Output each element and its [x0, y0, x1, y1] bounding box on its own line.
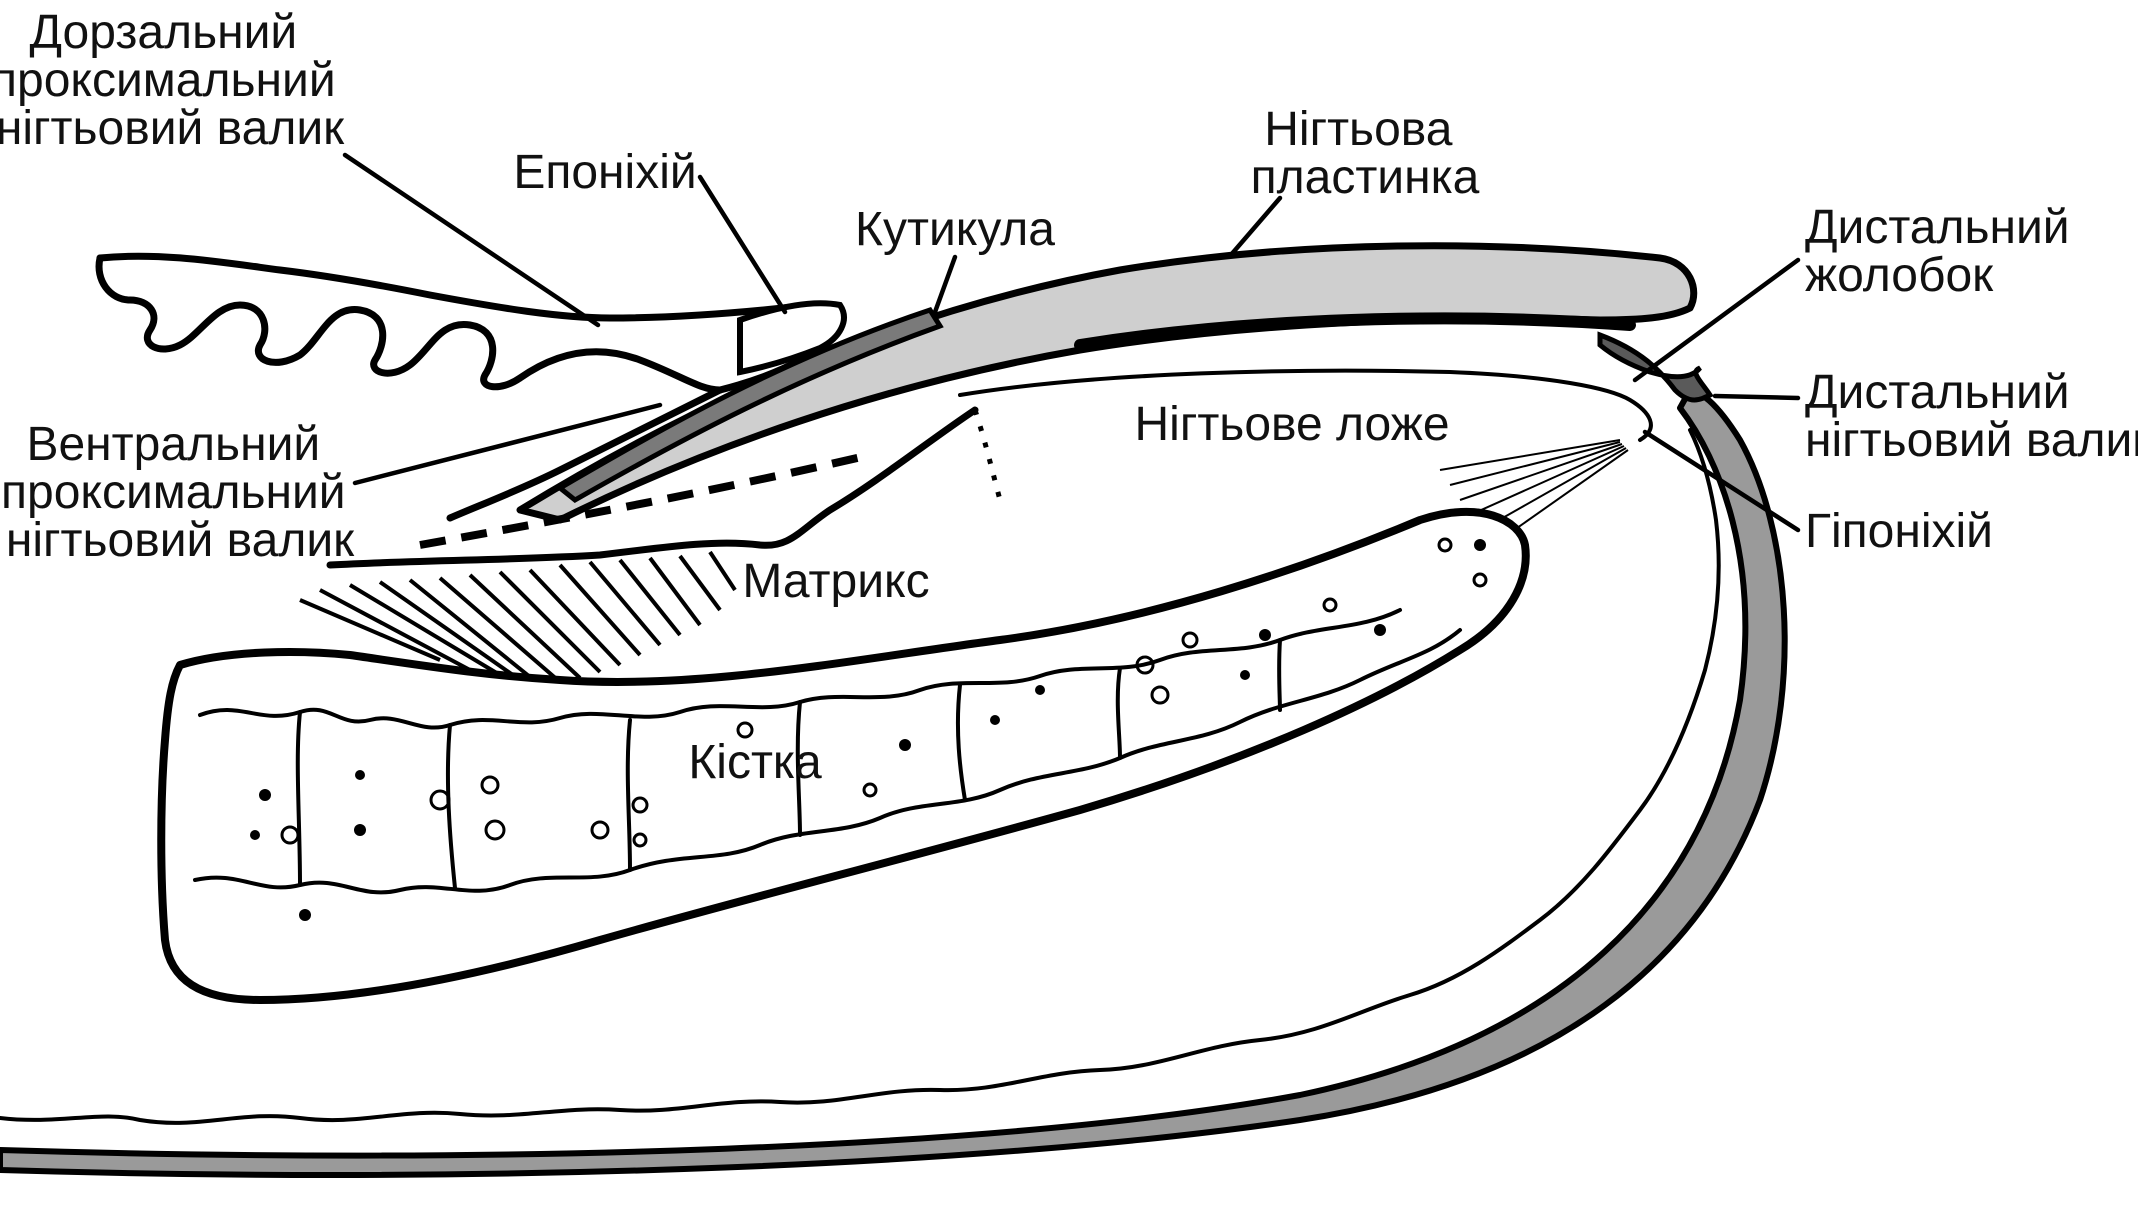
- label-dorsal-fold-line3: нігтьовий валик: [0, 102, 345, 155]
- label-cuticle: Кутикула: [855, 203, 1055, 256]
- label-hyponychium: Гіпоніхій: [1805, 505, 1993, 558]
- leader-cuticle: [935, 257, 955, 312]
- label-distal-fold: Дистальний нігтьовий валик: [1805, 366, 2138, 467]
- leader-distal-fold: [1715, 396, 1798, 398]
- label-nail-bed: Нігтьове ложе: [1134, 398, 1449, 451]
- label-distal-fold-line2: нігтьовий валик: [1805, 414, 2138, 467]
- label-ventral-fold-line2: проксимальний: [1, 466, 346, 519]
- leader-eponychium: [700, 177, 785, 312]
- label-ventral-fold-line3: нігтьовий валик: [6, 514, 355, 567]
- label-matrix: Матрикс: [742, 555, 929, 608]
- label-eponychium: Епоніхій: [513, 146, 696, 199]
- lunula-dotted-line: [975, 410, 1000, 500]
- label-ventral-fold: Вентральний проксимальний нігтьовий вали…: [1, 418, 359, 567]
- leader-nail-plate: [1230, 198, 1280, 256]
- label-distal-fold-line1: Дистальний: [1805, 366, 2070, 419]
- label-distal-groove-line2: жолобок: [1805, 249, 1994, 302]
- label-bone: Кістка: [688, 736, 822, 789]
- label-distal-groove-line1: Дистальний: [1805, 201, 2070, 254]
- dorsal-fold-rete-ridges: [99, 258, 720, 390]
- label-distal-groove: Дистальний жолобок: [1805, 201, 2083, 302]
- label-dorsal-fold-line2: проксимальний: [0, 54, 336, 107]
- label-dorsal-fold-line1: Дорзальний: [29, 6, 297, 59]
- label-nail-plate-line1: Нігтьова: [1264, 103, 1452, 156]
- label-nail-plate: Нігтьова пластинка: [1251, 103, 1480, 204]
- nail-bed: [960, 371, 1651, 540]
- label-nail-plate-line2: пластинка: [1251, 151, 1480, 204]
- label-ventral-fold-line1: Вентральний: [26, 418, 320, 471]
- label-dorsal-fold: Дорзальний проксимальний нігтьовий валик: [0, 6, 349, 155]
